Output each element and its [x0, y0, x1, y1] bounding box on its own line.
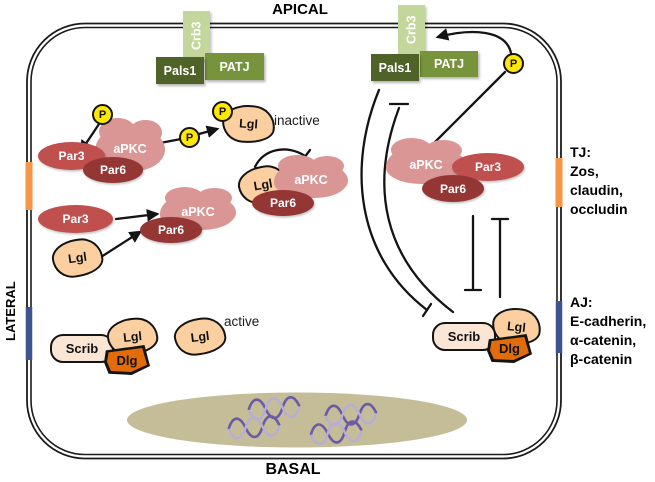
tj-title: TJ: — [570, 144, 591, 160]
active-state-label: active — [224, 314, 260, 329]
scrib-box-right[interactable]: Scrib — [432, 322, 496, 351]
pals1-box-right[interactable]: Pals1 — [371, 54, 419, 81]
tj-component: Zos, — [570, 163, 599, 179]
tj-component: occludin — [570, 201, 628, 217]
par6-ellipse-4[interactable]: Par6 — [422, 175, 484, 202]
par6-ellipse-2[interactable]: Par6 — [140, 217, 202, 243]
aj-annotation: AJ: E-cadherin, α-catenin, β-catenin — [570, 293, 646, 369]
scrib-box-left[interactable]: Scrib — [50, 334, 114, 363]
arrow-p-to-lgl — [197, 125, 220, 138]
arrow-lgl-to-complex — [99, 230, 143, 259]
tj-annotation: TJ: Zos, claudin, occludin — [570, 143, 628, 219]
aj-component: α-catenin, — [570, 332, 637, 348]
inhibit-apical-to-scrib — [360, 88, 429, 312]
aj-title: AJ: — [570, 294, 593, 310]
line-apkc-to-p-right — [428, 70, 507, 149]
junction-markers — [25, 158, 563, 360]
phospho-circle-3[interactable]: P — [212, 101, 233, 122]
aj-component: β-catenin — [570, 351, 633, 367]
dlg-label: Dlg — [116, 352, 138, 368]
crb3-box-right[interactable]: Crb3 — [398, 5, 425, 54]
phospho-circle-4[interactable]: P — [503, 53, 524, 74]
apkc-label: aPKC — [409, 158, 443, 172]
patj-box-right[interactable]: PATJ — [420, 51, 478, 77]
basal-region-label: BASAL — [265, 461, 321, 478]
par6-ellipse-3[interactable]: Par6 — [252, 190, 314, 216]
phospho-circle-2[interactable]: P — [179, 127, 200, 148]
apkc-label: aPKC — [294, 173, 328, 187]
inhibit-lgl-apkc — [253, 148, 307, 169]
nucleus — [127, 392, 467, 448]
inactive-state-label: inactive — [274, 113, 320, 128]
apkc-cloud-2[interactable]: aPKC — [160, 186, 236, 230]
par3-ellipse-2[interactable]: Par3 — [38, 205, 113, 233]
pals1-box-left[interactable]: Pals1 — [156, 57, 204, 84]
lateral-region-label: LATERAL — [3, 281, 18, 341]
dlg-shape-right[interactable]: Dlg — [487, 334, 532, 363]
phospho-circle-1[interactable]: P — [92, 104, 113, 125]
tj-component: claudin, — [570, 182, 623, 198]
par6-ellipse-1[interactable]: Par6 — [83, 157, 143, 183]
dlg-fill — [490, 337, 529, 360]
arrow-par3-to-complex — [114, 208, 160, 222]
arrow-p-to-crb3 — [435, 28, 513, 55]
aj-component: E-cadherin, — [570, 313, 647, 329]
inhibit-apical-to-scrib-bar — [421, 302, 433, 318]
par3-ellipse-1[interactable]: Par3 — [38, 142, 105, 170]
cell-membrane — [26, 22, 562, 460]
apkc-label: aPKC — [113, 142, 147, 156]
patj-box-left[interactable]: PATJ — [205, 53, 264, 80]
dlg-label: Dlg — [499, 341, 520, 356]
apical-region-label: APICAL — [272, 1, 328, 18]
dlg-shape-left[interactable]: Dlg — [104, 345, 150, 375]
apkc-label: aPKC — [181, 205, 215, 219]
inhibit-scrib-to-apical — [383, 106, 455, 314]
